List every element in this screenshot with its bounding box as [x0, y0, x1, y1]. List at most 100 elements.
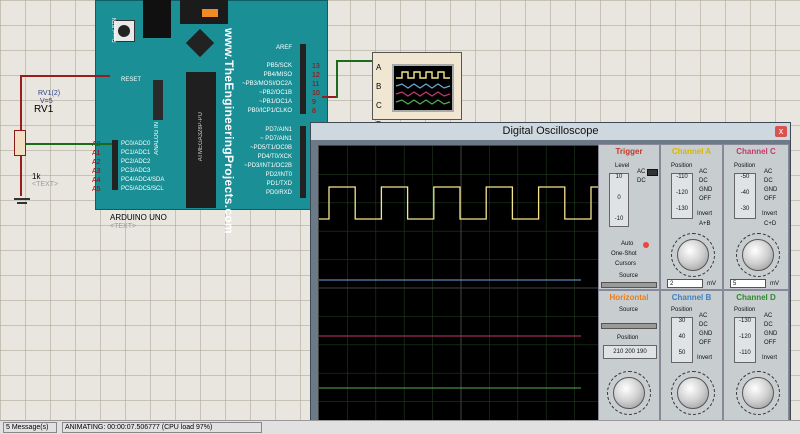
- board-name: ARDUINO UNO: [110, 213, 167, 222]
- ch-d-dc: DC: [764, 322, 773, 328]
- ch-a-dc: DC: [699, 178, 708, 184]
- channel-b-position-scale[interactable]: 30 40 50: [671, 317, 693, 363]
- channel-c-volts-knob[interactable]: [742, 239, 774, 271]
- ch-c-invert: Invert: [762, 211, 778, 217]
- digital-pin-label: ~PD3/INT1/OC2B: [244, 163, 292, 169]
- close-button[interactable]: x: [775, 126, 787, 137]
- scale-value: -40: [740, 190, 750, 196]
- trigger-ac: AC: [637, 169, 646, 175]
- oscilloscope-window[interactable]: Digital Oscilloscope x Trigger Level 10 …: [310, 122, 791, 434]
- analog-number: A5: [92, 186, 101, 193]
- channel-c-unit: mV: [770, 281, 779, 287]
- analog-number: A3: [92, 168, 101, 175]
- channel-c-position-scale[interactable]: -50 -40 -30: [734, 173, 756, 219]
- wire: [20, 75, 110, 77]
- scale-value: -50: [740, 174, 750, 180]
- wire: [20, 75, 22, 132]
- potentiometer[interactable]: [14, 130, 26, 156]
- ground-icon: [14, 198, 30, 200]
- channel-d-dial: [736, 371, 780, 415]
- channel-c-title: Channel C: [736, 147, 776, 156]
- analog-number: A1: [92, 150, 101, 157]
- trigger-auto-label: Auto: [621, 241, 634, 247]
- animation-status: ANIMATING: 00:00:07.506777 (CPU load 97%…: [62, 422, 262, 433]
- trigger-level-scale[interactable]: 10 0 -10: [609, 173, 629, 227]
- scale-value: -120: [738, 334, 751, 340]
- scale-value: -30: [740, 206, 750, 212]
- auto-toggle[interactable]: [643, 242, 649, 248]
- scale-value: 0: [617, 195, 621, 201]
- ch-c-cplusd: C+D: [764, 221, 777, 227]
- scope-input-label: C: [376, 101, 382, 110]
- chip-label: ATMEGA328P-PU: [198, 112, 204, 162]
- aref-label: AREF: [275, 45, 292, 51]
- wire: [20, 156, 22, 196]
- channel-a-dial: [671, 233, 715, 277]
- wire: [336, 60, 338, 98]
- scale-value: 10: [615, 174, 623, 180]
- channel-d-position-scale[interactable]: -130 -120 -110: [734, 317, 756, 363]
- diode: [153, 80, 163, 120]
- ch-a-aplusb: A+B: [699, 221, 711, 227]
- scale-value: -110: [739, 350, 751, 356]
- digital-pin-label: PB5/SCK: [266, 63, 292, 69]
- horizontal-title: Horizontal: [609, 293, 649, 302]
- channel-a-title: Channel A: [671, 147, 712, 156]
- analog-pin-label: PC2/ADC2: [121, 159, 151, 165]
- ch-d-off: OFF: [764, 340, 776, 346]
- reset-button[interactable]: [113, 20, 135, 42]
- channel-a-position-scale[interactable]: -110 -120 -130: [671, 173, 693, 219]
- channel-a-unit: mV: [707, 281, 716, 287]
- channel-a-volts-knob[interactable]: [677, 239, 709, 271]
- trigger-title: Trigger: [615, 147, 643, 156]
- digital-pin-label: PD1/TXD: [266, 181, 292, 187]
- messages-indicator[interactable]: 5 Message(s): [3, 422, 57, 433]
- analog-pin-label: PC1/ADC1: [121, 150, 151, 156]
- channel-c-position-label: Position: [734, 163, 756, 169]
- trigger-cursors-label: Cursors: [615, 261, 637, 267]
- trigger-source-slider[interactable]: [601, 282, 657, 288]
- analog-pin-label: PC4/ADC4/SDA: [121, 177, 165, 183]
- horizontal-source-slider[interactable]: [601, 323, 657, 329]
- ch-a-invert: Invert: [697, 211, 713, 217]
- channel-b-volts-knob[interactable]: [677, 377, 709, 409]
- channel-c-volts-field[interactable]: 5: [730, 279, 766, 288]
- ch-c-ac: AC: [764, 169, 773, 175]
- wire: [336, 60, 374, 62]
- power-jack: [180, 0, 228, 24]
- wire: [26, 143, 112, 145]
- channel-b-dial: [671, 371, 715, 415]
- trigger-oneshot-label: One-Shot: [611, 251, 637, 257]
- channel-d-volts-knob[interactable]: [742, 377, 774, 409]
- oscilloscope-grid: [319, 146, 603, 430]
- pin-number: 13: [312, 63, 320, 70]
- scale-value: 210: [613, 349, 624, 355]
- channel-a-panel: Channel A Position -110 -120 -130 AC DC …: [660, 144, 723, 290]
- pot-ref: RV1(2): [38, 90, 61, 97]
- scope-symbol-screen: [392, 64, 454, 112]
- digital-header: [300, 44, 306, 114]
- digital-pin-label: ~PB3/MOSI/OC2A: [242, 81, 292, 87]
- channel-c-panel: Channel C Position -50 -40 -30 AC DC GND…: [723, 144, 789, 290]
- ch-b-gnd: GND: [699, 331, 713, 337]
- scale-value: -130: [738, 318, 751, 324]
- ch-c-off: OFF: [764, 196, 776, 202]
- status-bar: 5 Message(s) ANIMATING: 00:00:07.506777 …: [0, 420, 800, 434]
- scale-value: -120: [675, 190, 688, 196]
- horizontal-timebase-knob[interactable]: [613, 377, 645, 409]
- analog-number: A2: [92, 159, 101, 166]
- ch-d-gnd: GND: [764, 331, 778, 337]
- brand-text: www.TheEngineeringProjects.com: [222, 28, 236, 234]
- trigger-coupling-switch[interactable]: [647, 169, 658, 176]
- analog-pin-label: PC5/ADC5/SCL: [121, 186, 164, 192]
- scale-value: -130: [675, 206, 688, 212]
- horizontal-position-scale[interactable]: 210 200 190: [603, 345, 657, 359]
- scale-value: 190: [636, 349, 647, 355]
- channel-b-title: Channel B: [671, 293, 712, 302]
- digital-pin-label: PD7/AIN1: [265, 127, 292, 133]
- pin-number: 11: [312, 81, 320, 88]
- digital-header-2: [300, 126, 306, 198]
- channel-a-volts-field[interactable]: 2: [667, 279, 703, 288]
- ch-d-ac: AC: [764, 313, 773, 319]
- atmega-chip: ATMEGA328P-PU: [186, 72, 216, 208]
